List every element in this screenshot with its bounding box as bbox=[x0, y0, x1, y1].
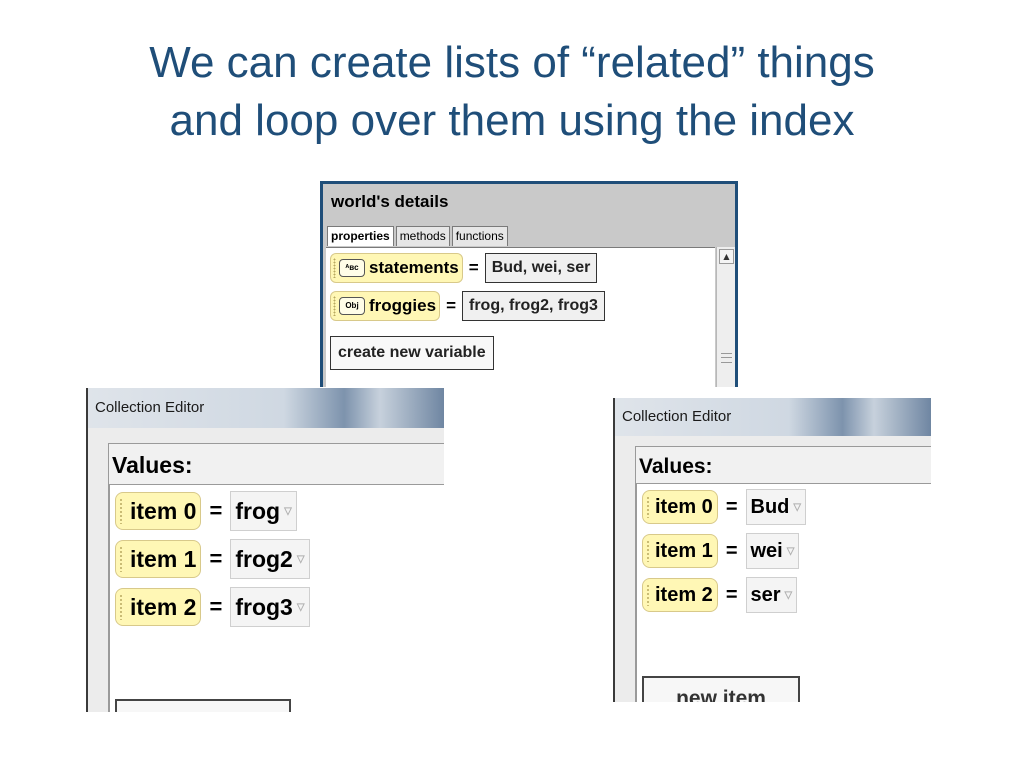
variable-tile-statements[interactable]: ᴬʙc statements bbox=[330, 253, 463, 283]
string-type-icon: ᴬʙc bbox=[339, 259, 365, 277]
scroll-up-arrow-icon[interactable]: ▲ bbox=[719, 249, 734, 264]
items-list: item 0 = Bud ▽ item 1 = wei ▽ item 2 = bbox=[636, 483, 931, 702]
list-item: item 2 = ser ▽ bbox=[642, 577, 798, 613]
dropdown-arrow-icon: ▽ bbox=[793, 501, 802, 513]
scroll-grip-icon[interactable] bbox=[721, 353, 732, 363]
window-titlebar[interactable]: Collection Editor bbox=[615, 398, 931, 436]
item-value-dropdown[interactable]: frog ▽ bbox=[230, 491, 297, 531]
variable-name: statements bbox=[369, 258, 459, 277]
item-index-tile[interactable]: item 0 bbox=[642, 490, 718, 524]
new-item-button[interactable]: new item bbox=[642, 676, 800, 702]
variable-row-statements: ᴬʙc statements = Bud, wei, ser bbox=[330, 252, 598, 284]
equals-sign: = bbox=[446, 296, 456, 315]
panel-tabs: properties methods functions bbox=[327, 226, 510, 246]
create-new-variable-button[interactable]: create new variable bbox=[330, 336, 494, 370]
variable-value-dropdown[interactable]: frog, frog2, frog3 bbox=[462, 291, 605, 321]
item-value-text: frog3 bbox=[235, 593, 293, 620]
variable-tile-froggies[interactable]: Obj froggies bbox=[330, 291, 441, 321]
variable-row-froggies: Obj froggies = frog, frog2, frog3 bbox=[330, 290, 605, 322]
tab-functions[interactable]: functions bbox=[451, 226, 508, 246]
window-title: Collection Editor bbox=[622, 408, 732, 425]
variable-value-dropdown[interactable]: Bud, wei, ser bbox=[484, 253, 598, 283]
values-label: Values: bbox=[112, 452, 193, 478]
equals-sign: = bbox=[209, 546, 223, 571]
new-item-button[interactable]: new item bbox=[115, 699, 291, 712]
window-title: Collection Editor bbox=[95, 399, 205, 416]
list-item: item 1 = wei ▽ bbox=[642, 533, 800, 569]
tab-methods[interactable]: methods bbox=[395, 226, 450, 246]
item-index-tile[interactable]: item 1 bbox=[115, 540, 202, 578]
dropdown-arrow-icon: ▽ bbox=[296, 601, 305, 613]
item-value-text: ser bbox=[750, 583, 781, 606]
world-details-panel: world's details properties methods funct… bbox=[320, 181, 738, 387]
items-list: item 0 = frog ▽ item 1 = frog2 ▽ item 2 … bbox=[109, 484, 444, 712]
dropdown-arrow-icon: ▽ bbox=[784, 589, 793, 601]
slide-title: We can create lists of “related” things … bbox=[0, 34, 1024, 150]
equals-sign: = bbox=[209, 498, 223, 523]
window-titlebar[interactable]: Collection Editor bbox=[88, 388, 444, 428]
slide-title-line-1: We can create lists of “related” things bbox=[149, 38, 875, 87]
dropdown-arrow-icon: ▽ bbox=[786, 545, 795, 557]
item-value-dropdown[interactable]: ser ▽ bbox=[745, 577, 798, 613]
equals-sign: = bbox=[468, 258, 479, 277]
equals-sign: = bbox=[209, 594, 223, 619]
equals-sign: = bbox=[725, 495, 738, 518]
item-value-dropdown[interactable]: frog2 ▽ bbox=[230, 539, 310, 579]
item-index-tile[interactable]: item 2 bbox=[115, 588, 202, 626]
list-item: item 0 = Bud ▽ bbox=[642, 489, 807, 525]
equals-sign: = bbox=[725, 539, 738, 562]
item-value-text: frog bbox=[235, 497, 281, 524]
dropdown-arrow-icon: ▽ bbox=[284, 505, 292, 517]
list-item: item 1 = frog2 ▽ bbox=[115, 539, 310, 579]
values-label: Values: bbox=[639, 455, 713, 478]
editor-content: Values: item 0 = frog ▽ item 1 = frog2 ▽… bbox=[108, 443, 444, 712]
tab-properties[interactable]: properties bbox=[327, 226, 394, 246]
collection-editor-statements: Collection Editor Values: item 0 = Bud ▽… bbox=[613, 398, 931, 702]
editor-content: Values: item 0 = Bud ▽ item 1 = wei ▽ it… bbox=[635, 446, 931, 702]
properties-list: ᴬʙc statements = Bud, wei, ser Obj frogg… bbox=[326, 247, 715, 387]
dropdown-arrow-icon: ▽ bbox=[296, 553, 305, 565]
item-value-text: frog2 bbox=[235, 545, 293, 572]
item-index-tile[interactable]: item 0 bbox=[115, 492, 202, 530]
object-type-icon: Obj bbox=[339, 297, 365, 315]
variable-name: froggies bbox=[369, 296, 437, 315]
equals-sign: = bbox=[725, 583, 738, 606]
item-value-text: Bud bbox=[750, 495, 790, 518]
item-index-tile[interactable]: item 1 bbox=[642, 534, 718, 568]
collection-editor-froggies: Collection Editor Values: item 0 = frog … bbox=[86, 388, 444, 712]
list-item: item 2 = frog3 ▽ bbox=[115, 587, 310, 627]
list-item: item 0 = frog ▽ bbox=[115, 491, 297, 531]
item-value-text: wei bbox=[750, 539, 783, 562]
item-value-dropdown[interactable]: frog3 ▽ bbox=[230, 587, 310, 627]
vertical-scrollbar[interactable]: ▲ bbox=[716, 247, 735, 387]
item-value-dropdown[interactable]: wei ▽ bbox=[745, 533, 800, 569]
slide-title-line-2: and loop over them using the index bbox=[169, 96, 855, 145]
item-value-dropdown[interactable]: Bud ▽ bbox=[745, 489, 807, 525]
item-index-tile[interactable]: item 2 bbox=[642, 578, 718, 612]
panel-header: world's details bbox=[331, 192, 449, 211]
